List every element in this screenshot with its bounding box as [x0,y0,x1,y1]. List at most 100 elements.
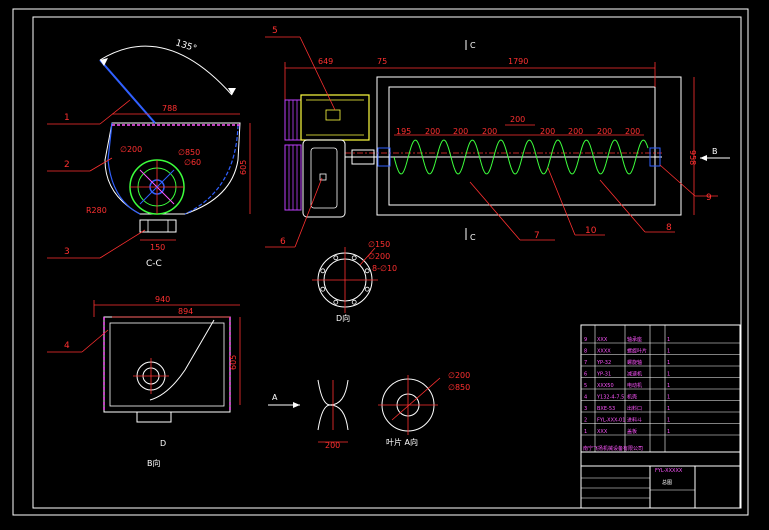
blade-views: A 200 ∅200 ∅850 叶片 A向 [268,371,470,450]
dim-r280: R280 [86,206,107,215]
tb-cell-qty: 1 [667,395,670,401]
dim-flange-holes: 8-∅10 [372,264,397,273]
pitch-label-6: 200 [597,127,612,136]
dim-pitch-top: 200 [510,115,525,124]
balloon-3: 3 [64,247,70,257]
dim-blade-200: 200 [325,441,340,450]
tb-cell-no: 6 [584,372,587,378]
motor-terminal-box [325,109,341,121]
tb-cell-name: 电动机 [627,382,642,389]
right-bearing [649,147,661,167]
flange-hole [351,299,357,305]
tb-cell-no: 7 [584,360,587,366]
balloon-7: 7 [534,231,540,241]
leader-9 [659,164,696,197]
front-curve [149,319,215,401]
flange-leader [359,247,376,266]
tb-cell-qty: 1 [667,429,670,435]
arrow-a-head [293,402,300,408]
tb-cell-qty: 1 [667,337,670,343]
balloon-5: 5 [272,26,278,36]
pitch-label-7: 200 [625,127,640,136]
dim-75: 75 [377,57,387,66]
screw-diag-2 [139,169,175,205]
lid-arrow [228,88,236,95]
left-bearing [377,147,391,167]
balloon-10: 10 [585,226,597,236]
tb-cell-qty: 1 [667,383,670,389]
tb-cell-qty: 1 [667,418,670,424]
dim-958: 958 [688,150,697,165]
coupling [351,149,375,165]
flange-hole [351,255,357,261]
pitch-label-3: 200 [482,127,497,136]
tb-cell-name: 减速机 [627,371,642,378]
tb-cell-code: XXX50 [597,383,614,389]
label-b: B [712,147,718,156]
balloon-6: 6 [280,237,286,247]
tb-cell-no: 4 [584,395,587,401]
lid-plate [99,59,156,124]
dim-flange-d150: ∅150 [368,240,390,249]
tb-cell-no: 2 [584,418,587,424]
trough-outer [376,76,682,216]
tb-cell-name: 进料斗 [627,417,642,424]
label-c-top: C [470,41,476,50]
leader-7 [469,181,521,241]
blade-disc-leader [391,377,441,421]
leader-2 [89,157,113,172]
flange-hole [320,268,326,274]
flange-hole [333,255,339,261]
leader-10 [547,167,576,236]
label-view-b: B向 [147,458,161,468]
tb-drawing-no: FYL-XXXXX [655,468,683,474]
tb-cell-code: XXX [597,337,608,343]
tb-company: 南宁飞扬机械设备有限公司 [583,445,643,452]
balloon-1: 1 [64,113,70,123]
gearbox-shaft [319,173,327,181]
tb-cell-code: FYL-XXX-01 [597,418,625,424]
tb-cell-no: 1 [584,429,587,435]
label-d: D [160,439,166,448]
pitch-label-4: 200 [540,127,555,136]
screw-helix [393,139,649,175]
tb-cell-qty: 1 [667,406,670,412]
tb-cell-code: XXX [597,429,608,435]
pitch-label-0: 195 [396,127,411,136]
lid-arrow-start [100,58,108,66]
label-section-cc: C-C [146,259,162,269]
label-view-d: D向 [336,313,350,323]
tb-cell-no: 3 [584,406,587,412]
dim-894: 894 [178,307,193,316]
inner-frame [32,16,742,509]
dim-flange-d200: ∅200 [368,252,390,261]
gearbox-body [302,139,346,218]
tb-cell-name: 出料口 [627,405,642,412]
plan-view: 649 75 1790 958 200 195 200 200 200 200 … [265,26,730,248]
balloon-8: 8 [666,223,672,233]
tb-cell-name: 螺旋叶片 [627,348,647,355]
leader-1 [99,99,131,125]
tb-cell-name: 螺旋轴 [627,359,642,366]
dim-940: 940 [155,295,170,304]
leader-3 [99,229,146,259]
tb-drawing-name: 总图 [662,479,672,486]
dim-d200: ∅200 [120,145,142,154]
dim-front-605: 605 [229,355,238,370]
tb-cell-code: YP-31 [596,372,611,378]
dim-blade-d200: ∅200 [448,371,470,380]
dim-788: 788 [162,104,177,113]
outlet-base [139,219,177,233]
tb-cell-code: Y132-4-7.5 [596,395,624,401]
front-view-b: 940 894 605 4 D B向 [47,295,241,468]
leader-8 [599,179,646,233]
dim-150: 150 [150,243,165,252]
dim-1790: 1790 [508,57,528,66]
flange-hole [364,286,370,292]
tb-cell-no: 9 [584,337,587,343]
pitch-label-1: 200 [425,127,440,136]
balloon-2: 2 [64,160,70,170]
